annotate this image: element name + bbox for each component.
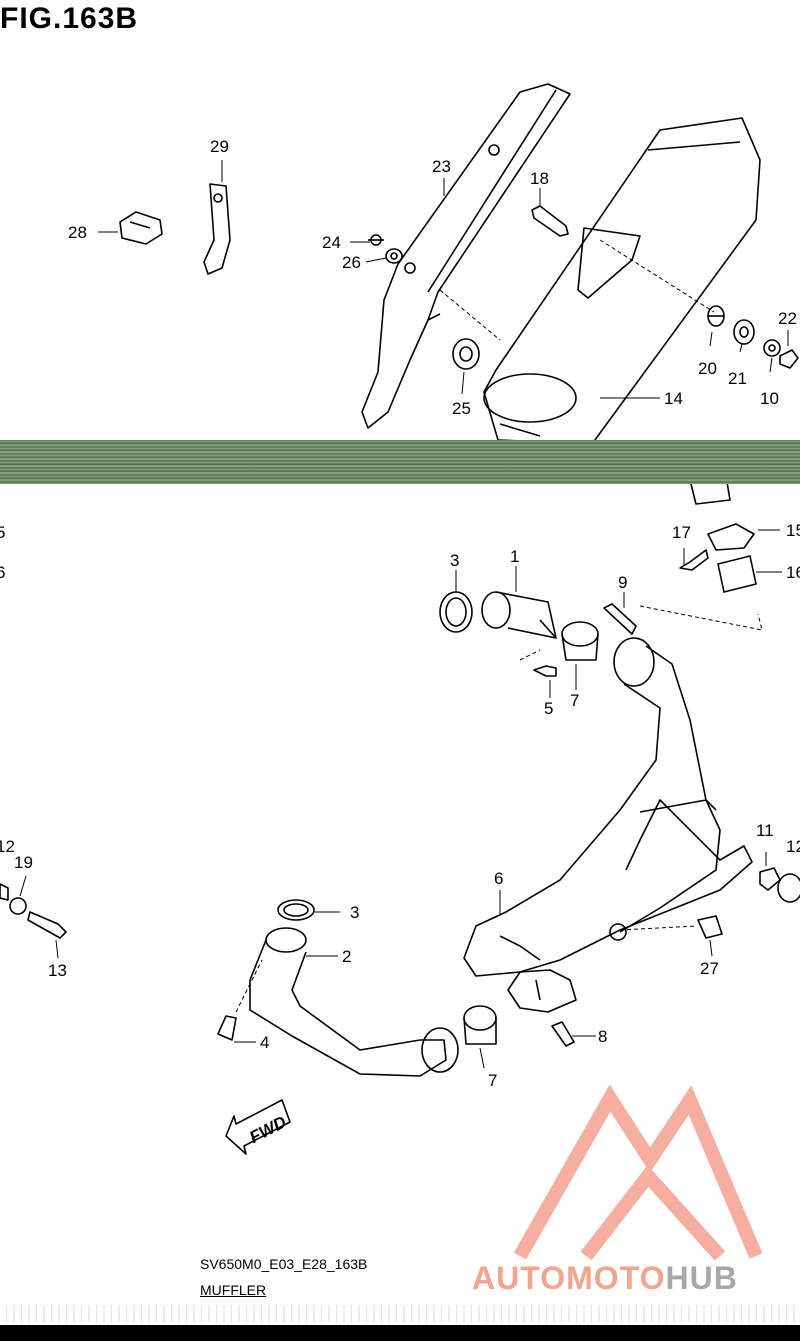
- callout-19: 19: [14, 853, 33, 872]
- part-22-nut: [779, 349, 799, 369]
- part-1-flange-pipe: [481, 591, 557, 639]
- part-2-front-pipe: [249, 927, 459, 1077]
- callout-12: 12: [786, 837, 800, 856]
- part-7-sleeve-upper: [561, 621, 599, 661]
- part-3-gasket-lower: [277, 899, 315, 921]
- diagram-name: MUFFLER: [200, 1282, 267, 1298]
- callout-2: 2: [342, 947, 351, 966]
- callout-9: 9: [618, 573, 627, 592]
- callout-6-left: 6: [0, 563, 5, 582]
- part-9-bolt: [603, 603, 637, 635]
- scan-noise: [0, 1305, 800, 1323]
- callout-3-lower: 3: [350, 903, 359, 922]
- callout-4: 4: [260, 1033, 269, 1052]
- callout-15: 15: [786, 521, 800, 540]
- part-21-bushing: [733, 319, 755, 345]
- callout-5-left: 5: [0, 523, 5, 542]
- part-12-left: [0, 883, 9, 901]
- part-8-bolt: [551, 1021, 575, 1047]
- watermark-part1: AUTOMOTO: [472, 1260, 666, 1296]
- callout-1: 1: [510, 547, 519, 566]
- diagram-code: SV650M0_E03_E28_163B: [200, 1256, 368, 1272]
- callout-20: 20: [698, 359, 717, 378]
- callout-13: 13: [48, 961, 67, 980]
- part-5-bolt: [533, 665, 557, 677]
- part-27-plug: [697, 915, 723, 939]
- part-24-bolt: [368, 234, 384, 246]
- bottom-bar: [0, 1325, 800, 1341]
- part-10-washer: [763, 339, 781, 357]
- part-29-strap: [203, 183, 231, 275]
- watermark-text: AUTOMOTOHUB: [472, 1260, 738, 1297]
- part-4-bolt: [217, 1015, 237, 1041]
- fwd-arrow-icon: [225, 1099, 291, 1155]
- callout-27: 27: [700, 959, 719, 978]
- figure-title: FIG.163B: [0, 2, 139, 35]
- part-26-grommet: [385, 248, 403, 264]
- callout-12-left: 12: [0, 837, 15, 856]
- callout-28: 28: [68, 223, 87, 242]
- part-14-muffler: [483, 117, 761, 445]
- callout-17: 17: [672, 523, 691, 542]
- part-12-bushing: [777, 873, 800, 903]
- callout-29: 29: [210, 137, 229, 156]
- part-7-sleeve-lower: [463, 1005, 497, 1045]
- part-6-exhaust-pipe: [463, 637, 753, 1013]
- callout-18: 18: [530, 169, 549, 188]
- callout-26: 26: [342, 253, 361, 272]
- callout-6: 6: [494, 869, 503, 888]
- callout-7-upper: 7: [570, 691, 579, 710]
- callout-16: 16: [786, 563, 800, 582]
- callout-21: 21: [728, 369, 747, 388]
- part-11-bolt: [759, 867, 781, 891]
- callout-24: 24: [322, 233, 341, 252]
- callout-25: 25: [452, 399, 471, 418]
- part-28-clip: [119, 211, 163, 245]
- callout-labels: 29 28 23 24 26 18 22 20 21 10 25 14 5 6 …: [0, 137, 800, 1090]
- part-17-bolt: [679, 549, 709, 571]
- callout-22: 22: [778, 309, 797, 328]
- callout-7-lower: 7: [488, 1071, 497, 1090]
- part-13-bolt: [27, 911, 67, 939]
- scan-divider-band: [0, 440, 800, 484]
- part-16-sleeve: [717, 555, 757, 593]
- watermark-logo-icon: [513, 1084, 763, 1261]
- callout-5: 5: [544, 699, 553, 718]
- callout-14: 14: [664, 389, 683, 408]
- part-23-heat-shield: [361, 83, 571, 429]
- part-15-clamp: [707, 523, 755, 551]
- callout-10: 10: [760, 389, 779, 408]
- part-25-bushing: [452, 338, 480, 370]
- part-20-collar: [707, 305, 725, 327]
- callout-8: 8: [598, 1027, 607, 1046]
- part-3-gasket-upper: [439, 591, 473, 633]
- part-19-washer: [9, 897, 27, 915]
- leader-lines-lower: [19, 529, 782, 1069]
- callout-3-upper: 3: [450, 551, 459, 570]
- part-18-bolt: [531, 205, 569, 237]
- watermark-part2: HUB: [665, 1260, 738, 1296]
- callout-11: 11: [756, 821, 774, 840]
- callout-23: 23: [432, 157, 451, 176]
- leader-lines-upper: [98, 160, 789, 399]
